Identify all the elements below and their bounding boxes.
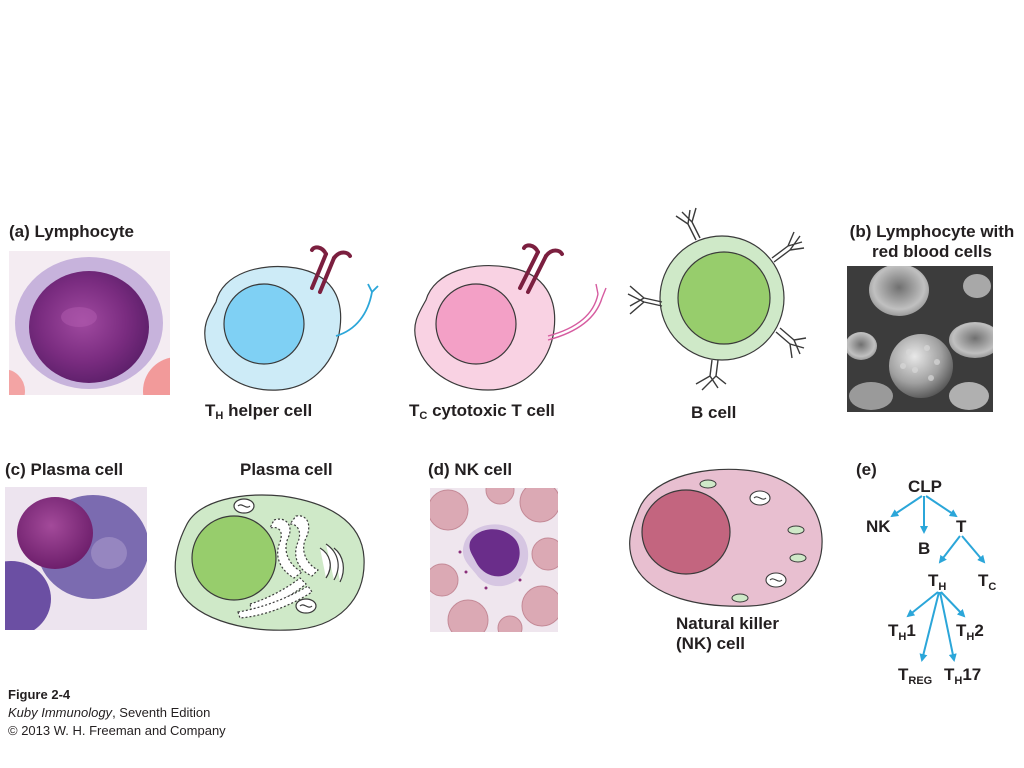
plasma-cell-drawing (170, 486, 370, 636)
panel-e-title: (e) (856, 460, 877, 479)
node-nk: NK (866, 517, 891, 536)
lineage-arrows (890, 495, 986, 662)
node-tc: TC (978, 571, 996, 593)
lymphocyte-micrograph (9, 251, 170, 395)
panel-c-title: (c) Plasma cell (5, 460, 124, 479)
tc-cytotoxic-cell-drawing (408, 240, 614, 400)
b-cell-drawing (624, 206, 820, 396)
panel-b-title: (b) Lymphocyte with red blood cells (849, 222, 1015, 261)
th-helper-cell-label: TH helper cell (205, 401, 313, 422)
tc-cytotoxic-cell-label: TC cytotoxic T cell (409, 401, 555, 422)
figure-number: Figure 2-4 (8, 687, 71, 702)
nk-cell-micrograph (430, 488, 558, 632)
plasma-cell-drawing-label: Plasma cell (240, 460, 333, 479)
node-th: TH (928, 571, 946, 593)
lymphocyte-with-rbc-micrograph (847, 266, 993, 412)
node-b: B (918, 539, 930, 558)
node-treg: TREG (898, 665, 932, 687)
node-th1: TH1 (888, 621, 916, 643)
panel-d-title: (d) NK cell (428, 460, 513, 479)
node-t: T (956, 517, 967, 536)
book-credit: Kuby Immunology, Seventh Edition (8, 705, 211, 720)
panel-a-title: (a) Lymphocyte (9, 222, 135, 241)
lymphocyte-lineage-tree: CLP NK B T TH TC TH1 TH2 TREG TH17 (860, 474, 1010, 695)
plasma-cell-micrograph (5, 487, 147, 630)
copyright: © 2013 W. H. Freeman and Company (8, 723, 226, 738)
nk-cell-drawing-label: Natural killer (NK) cell (676, 614, 779, 653)
node-th17: TH17 (944, 665, 981, 687)
node-th2: TH2 (956, 621, 984, 643)
b-cell-label: B cell (691, 403, 737, 422)
nk-cell-drawing (624, 460, 828, 612)
node-clp: CLP (908, 477, 942, 496)
th-helper-cell-drawing (196, 240, 396, 400)
figure-caption: Figure 2-4 Kuby Immunology, Seventh Edit… (8, 686, 226, 740)
